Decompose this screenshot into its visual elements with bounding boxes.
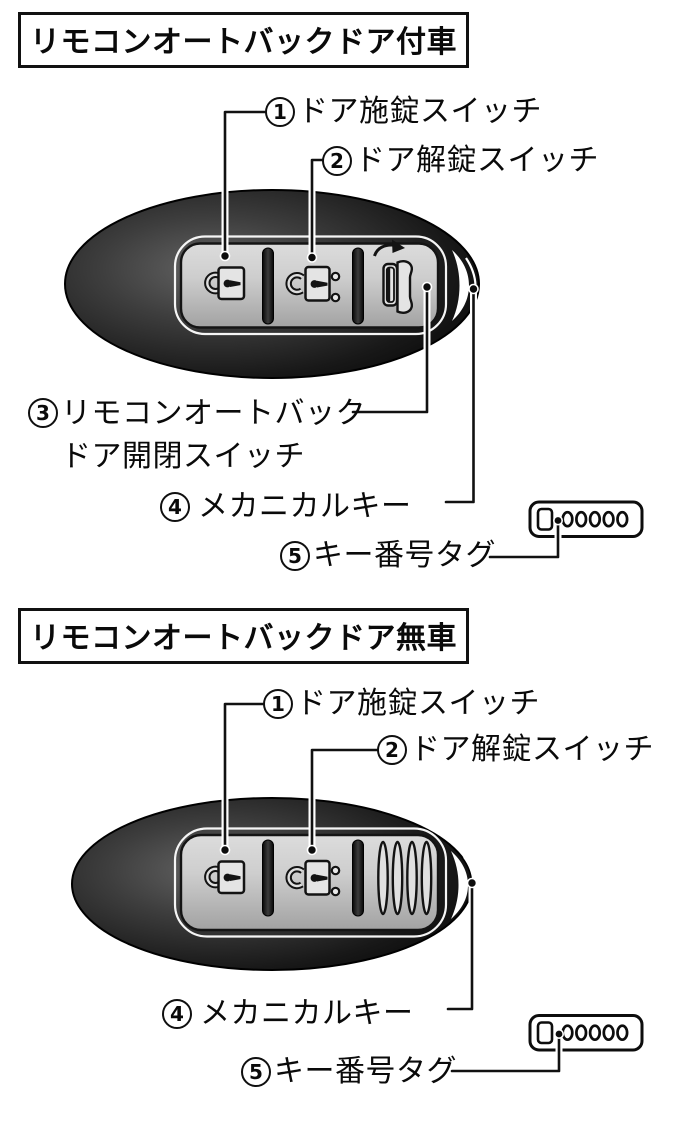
leader-dot (468, 283, 479, 295)
unlock-dot (330, 886, 341, 897)
keyfob-with-autodoor (64, 189, 480, 379)
leader-dot (306, 252, 318, 263)
tag-hole (536, 507, 554, 531)
leader-dot (306, 844, 318, 856)
rotate-arrowhead (392, 239, 405, 253)
car-body (396, 260, 414, 314)
leader-line-auto-backdoor (351, 285, 429, 414)
button-divider (262, 839, 274, 917)
key-ring-hole (452, 250, 477, 321)
leader-line-door-unlock (310, 158, 324, 259)
unlock-dot (330, 865, 341, 876)
unlock-dot (330, 292, 341, 303)
keyfob-without-autodoor (71, 797, 475, 971)
grip-lines (377, 840, 433, 916)
leader-line-mechanical-key (444, 287, 475, 504)
auto-backdoor-button-icon (373, 239, 414, 314)
leader-dot (219, 844, 231, 856)
leader-line-key-tag (450, 1034, 561, 1073)
button-divider (262, 247, 274, 325)
leader-line-door-lock (223, 110, 267, 258)
key-number-tag (528, 500, 644, 538)
button-divider (352, 839, 364, 917)
unlock-button-icon (285, 265, 341, 303)
open-hatch (382, 262, 399, 307)
lock-button-icon (204, 860, 246, 895)
leader-dot (552, 515, 563, 526)
leader-dot (421, 281, 433, 293)
leader-line-mechanical-key (446, 881, 474, 1011)
leader-dots (219, 250, 564, 1040)
tag-digits (561, 1024, 629, 1042)
unlock-dot (330, 271, 341, 282)
button-divider (352, 247, 364, 325)
leader-dot (553, 1029, 564, 1040)
leader-line-key-tag (488, 520, 560, 559)
tag-hole (536, 1021, 554, 1045)
leader-line-door-unlock (310, 748, 379, 852)
lock-button-icon (204, 266, 246, 301)
leader-lines (221, 108, 563, 1075)
leader-line-door-lock (223, 702, 265, 852)
leader-dot (466, 877, 478, 889)
leader-dot (219, 250, 231, 262)
tag-digits (561, 510, 629, 528)
key-number-tag (528, 1014, 644, 1052)
unlock-button-icon (285, 859, 341, 897)
